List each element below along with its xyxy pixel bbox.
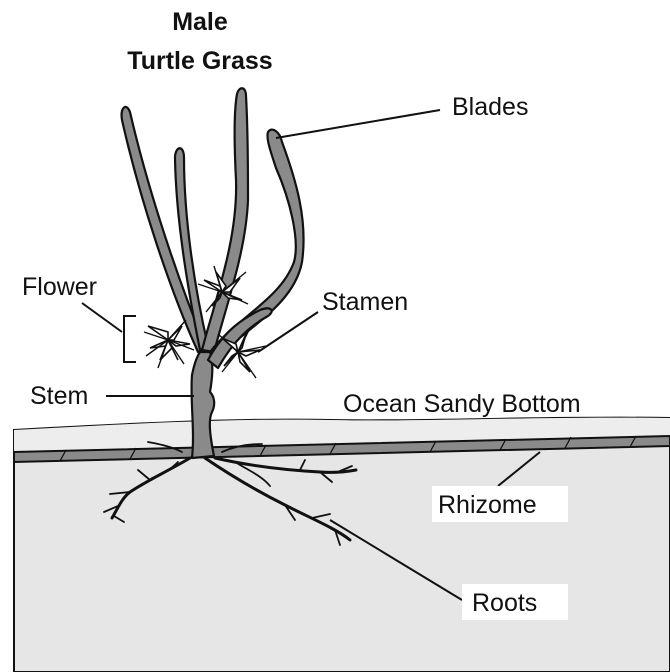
stamen-leader: [258, 312, 318, 352]
title-line-2: Turtle Grass: [127, 47, 272, 75]
label-roots: Roots: [472, 589, 537, 617]
label-flower: Flower: [22, 273, 97, 301]
flower-bracket: [124, 316, 136, 362]
flower-leader: [82, 303, 122, 332]
title-line-1: Male: [172, 8, 228, 36]
blades-leader: [276, 110, 440, 138]
label-stem: Stem: [30, 382, 88, 410]
label-rhizome: Rhizome: [438, 491, 537, 519]
label-ocean-sandy-bottom: Ocean Sandy Bottom: [343, 390, 581, 418]
label-stamen: Stamen: [322, 288, 408, 316]
stem: [192, 352, 215, 458]
label-blades: Blades: [452, 93, 528, 121]
